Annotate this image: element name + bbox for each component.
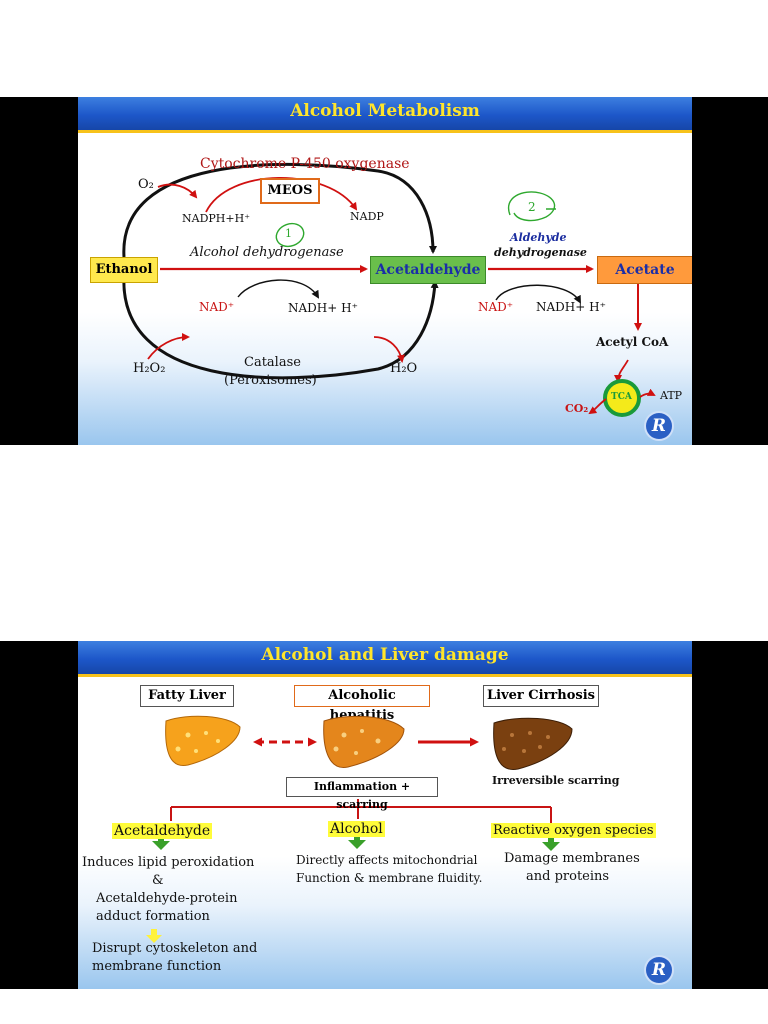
o2-label: O₂ xyxy=(138,177,154,192)
cirrhosis-label: Liver Cirrhosis xyxy=(483,685,599,707)
peroxisomes-label: (Peroxisomes) xyxy=(224,373,317,388)
alcohol-effect-1: Directly affects mitochondrial xyxy=(296,853,478,867)
atp-arrow xyxy=(639,388,656,398)
cirrhosis-liver-image xyxy=(493,717,573,770)
handwritten-circle-1 xyxy=(275,222,305,248)
slide1-title-bar: Alcohol Metabolism xyxy=(78,97,692,133)
logo-badge: R xyxy=(646,413,672,439)
slide2-title-bar: Alcohol and Liver damage xyxy=(78,641,692,677)
ethanol-box: Ethanol xyxy=(90,257,158,283)
acetaldehyde-box: Acetaldehyde xyxy=(370,256,486,284)
irreversible-label: Irreversible scarring xyxy=(492,774,620,787)
slide-alcohol-liver-damage: Alcohol and Liver damage Fatty Liver Alc… xyxy=(0,641,768,989)
co2-arrow xyxy=(588,398,607,415)
ros-heading: Reactive oxygen species xyxy=(491,823,656,838)
slide2-title: Alcohol and Liver damage xyxy=(261,645,509,665)
alcohol-down-arrow xyxy=(348,834,366,849)
catalase-loop xyxy=(122,274,439,380)
tca-label: TCA xyxy=(611,392,632,402)
alcohol-effect-2: Function & membrane fluidity. xyxy=(296,871,483,885)
slide-alcohol-metabolism: Alcohol Metabolism xyxy=(0,97,768,445)
fatty-liver-image xyxy=(165,715,241,767)
acetaldehyde-down-arrow xyxy=(152,835,170,850)
ros-effect-2: and proteins xyxy=(526,869,610,884)
acetaldehyde-effect-3: Acetaldehyde-protein xyxy=(96,891,238,906)
acetyl-coa-label: Acetyl CoA xyxy=(596,335,669,349)
aldh-label-line1: Aldehyde xyxy=(510,231,567,244)
logo-badge: R xyxy=(646,957,672,983)
nad-right-label: NAD⁺ xyxy=(478,300,514,314)
aldh-label-line2: dehydrogenase xyxy=(494,246,587,259)
hepatitis-liver-image xyxy=(323,715,405,768)
nadh-right-label: NADH+ H⁺ xyxy=(536,300,606,314)
liver-damage-diagram xyxy=(146,715,573,943)
peroxidation-down-arrow xyxy=(146,929,162,943)
handwritten-mark-1: 1 xyxy=(285,227,292,240)
nadh-left-label: NADH+ H⁺ xyxy=(288,301,358,315)
nad-nadh-right-arrow xyxy=(495,284,581,304)
acetaldehyde-effect-2: & xyxy=(152,873,164,888)
metabolism-diagram-arrows xyxy=(122,162,656,417)
acetaldehyde-effect-1: Induces lipid peroxidation xyxy=(82,855,255,870)
atp-label: ATP xyxy=(660,389,683,402)
meos-box: MEOS xyxy=(260,178,320,204)
catalase-label: Catalase xyxy=(244,355,301,370)
nad-left-label: NAD⁺ xyxy=(199,300,235,314)
co2-label: CO₂ xyxy=(565,402,589,415)
meos-catalase-loop xyxy=(122,162,437,258)
slide1-panel: Alcohol Metabolism xyxy=(78,97,692,445)
acetaldehyde-heading: Acetaldehyde xyxy=(112,823,213,839)
alcohol-heading: Alcohol xyxy=(328,821,385,837)
h2o2-label: H₂O₂ xyxy=(133,361,166,376)
cytochrome-label: Cytochrome P-450 oxygenase xyxy=(200,156,410,172)
acetate-box: Acetate xyxy=(597,256,692,284)
ros-effect-1: Damage membranes xyxy=(504,851,640,866)
inflammation-box: Inflammation + scarring xyxy=(286,777,438,811)
h2o-arrow xyxy=(373,336,405,363)
nadp-label: NADP xyxy=(350,210,384,223)
fatty-liver-label: Fatty Liver xyxy=(140,685,234,707)
h2o-label: H₂O xyxy=(390,361,418,376)
adh-label: Alcohol dehydrogenase xyxy=(190,245,344,260)
handwritten-mark-2: 2 xyxy=(528,200,536,214)
ros-down-arrow xyxy=(542,836,560,851)
acetylcoa-to-tca-arrow xyxy=(614,359,629,383)
acetaldehyde-effect-4: adduct formation xyxy=(96,909,210,924)
handwritten-circle-2 xyxy=(507,191,556,222)
acetaldehyde-effect-5: Disrupt cytoskeleton and xyxy=(92,941,258,956)
o2-arrow xyxy=(157,183,198,199)
h2o2-arrow xyxy=(147,333,190,360)
slide2-panel: Alcohol and Liver damage Fatty Liver Alc… xyxy=(78,641,692,989)
tca-ring xyxy=(603,379,641,417)
slide1-title: Alcohol Metabolism xyxy=(290,101,480,121)
acetaldehyde-effect-6: membrane function xyxy=(92,959,222,974)
nadph-label: NADPH+H⁺ xyxy=(182,212,250,225)
nad-nadh-left-arrow xyxy=(237,279,320,299)
